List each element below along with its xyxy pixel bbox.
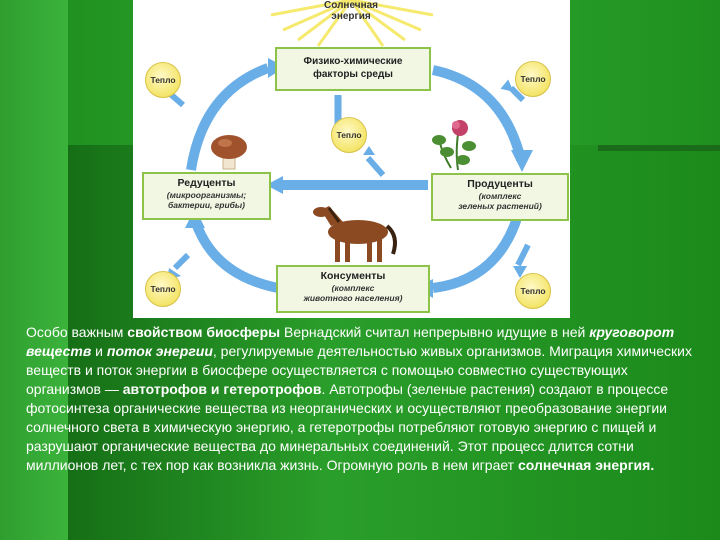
- environment-factors-line2: факторы среды: [313, 69, 393, 80]
- arrow-producers-to-consumers: [432, 213, 523, 293]
- reducers-title: Редуценты: [177, 177, 236, 189]
- producers-box: Продуценты (комплекс зеленых растений): [431, 173, 569, 221]
- reducers-sub2: бактерии, грибы): [167, 200, 246, 210]
- background-edge: [598, 145, 720, 151]
- description-paragraph: Особо важным свойством биосферы Вернадск…: [26, 324, 692, 473]
- environment-factors-line1: Физико-химические: [303, 56, 403, 67]
- arrow-top-to-producers: [431, 65, 526, 162]
- consumers-sub2: животного населения): [303, 293, 403, 303]
- environment-factors-box: Физико-химические факторы среды: [275, 47, 431, 91]
- consumers-sub1: (комплекс: [331, 283, 375, 293]
- sun-energy-label: Солнечная энергия: [323, 0, 379, 22]
- sun-icon: [256, 0, 446, 48]
- biosphere-cycle-diagram: Солнечная энергия Физико-химические факт…: [133, 0, 570, 318]
- horse-icon: [313, 206, 397, 262]
- reducers-box: Редуценты (микроорганизмы; бактерии, гри…: [142, 172, 271, 220]
- reducers-sub1: (микроорганизмы;: [166, 190, 247, 200]
- heat-circle-bottom-left: Тепло: [145, 271, 181, 307]
- producers-sub1: (комплекс: [478, 191, 522, 201]
- heat-circle-center: Тепло: [331, 117, 367, 153]
- cycle-arrows: [186, 63, 526, 293]
- heat-circle-top-left: Тепло: [145, 62, 181, 98]
- clover-plant-icon: [432, 120, 476, 171]
- arrow-reducers-to-top: [186, 63, 270, 171]
- background-band: [0, 0, 68, 540]
- heat-circle-bottom-right: Тепло: [515, 273, 551, 309]
- producers-sub2: зеленых растений): [458, 201, 542, 211]
- consumers-box: Консументы (комплекс животного населения…: [276, 265, 430, 313]
- consumers-title: Консументы: [320, 270, 386, 282]
- mushroom-icon: [211, 135, 247, 170]
- arrow-consumers-to-reducers: [190, 218, 280, 293]
- heat-circle-top-right: Тепло: [515, 61, 551, 97]
- producers-title: Продуценты: [467, 178, 533, 190]
